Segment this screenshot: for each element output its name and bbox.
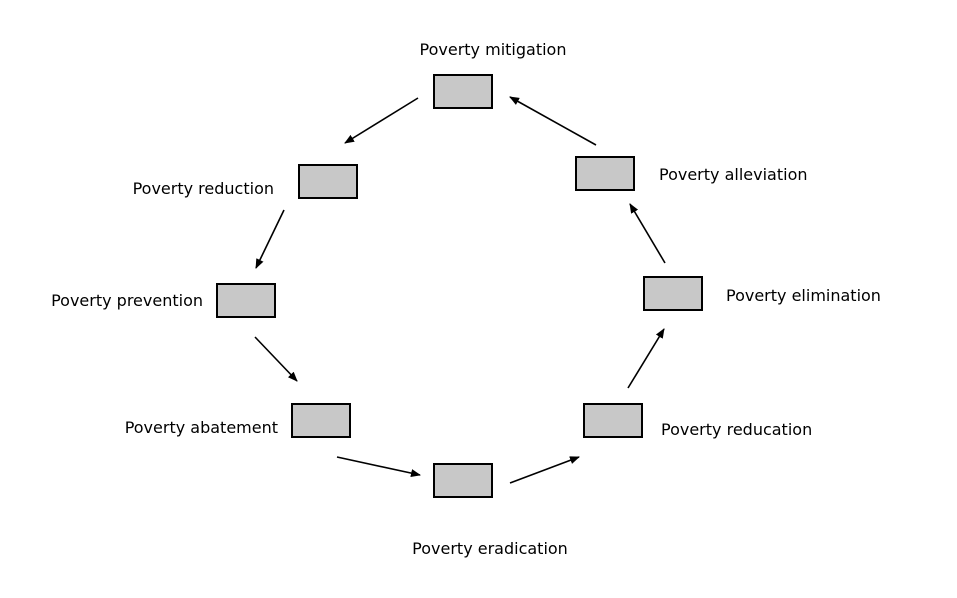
node-box-abatement bbox=[291, 403, 351, 438]
edges-group bbox=[254, 96, 666, 484]
arrow-prevention-to-abatement bbox=[254, 336, 298, 382]
node-label-eradication: Poverty eradication bbox=[412, 539, 568, 558]
node-label-reducation: Poverty reducation bbox=[661, 420, 812, 439]
arrow-elimination-to-alleviation bbox=[629, 203, 666, 264]
nodes-group: Poverty mitigation Poverty alleviation P… bbox=[51, 40, 881, 558]
arrow-abatement-to-eradication bbox=[336, 456, 421, 478]
node-box-reducation bbox=[583, 403, 643, 438]
node-box-prevention bbox=[216, 283, 276, 318]
arrow-eradication-to-reducation bbox=[509, 456, 580, 484]
arrow-reduction-to-prevention bbox=[255, 209, 285, 269]
node-label-abatement: Poverty abatement bbox=[125, 418, 278, 437]
node-box-reduction bbox=[298, 164, 358, 199]
node-box-eradication bbox=[433, 463, 493, 498]
node-box-elimination bbox=[643, 276, 703, 311]
arrow-alleviation-to-mitigation bbox=[509, 96, 597, 146]
node-label-prevention: Poverty prevention bbox=[51, 291, 203, 310]
node-label-reduction: Poverty reduction bbox=[133, 179, 274, 198]
arrow-mitigation-to-reduction bbox=[344, 97, 419, 144]
node-box-mitigation bbox=[433, 74, 493, 109]
node-box-alleviation bbox=[575, 156, 635, 191]
arrow-reducation-to-elimination bbox=[627, 328, 665, 389]
node-label-alleviation: Poverty alleviation bbox=[659, 165, 808, 184]
node-label-elimination: Poverty elimination bbox=[726, 286, 881, 305]
node-label-mitigation: Poverty mitigation bbox=[420, 40, 567, 59]
